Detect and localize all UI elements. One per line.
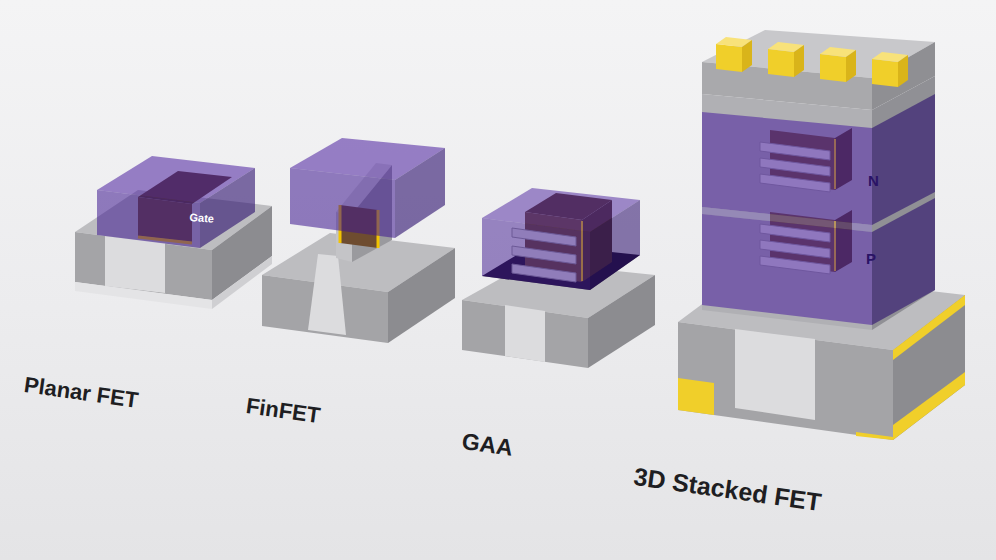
region-label: N — [868, 172, 879, 189]
figure-title: GAA — [460, 428, 514, 461]
planar-fet-figure — [75, 156, 272, 309]
figure-title: Planar FET — [22, 372, 139, 413]
figure-title: FinFET — [244, 393, 321, 428]
gaa-figure — [462, 188, 655, 368]
finfet-figure — [262, 138, 455, 343]
stacked-fet-figure — [678, 30, 965, 440]
gate-label: Gate — [189, 211, 214, 225]
region-label: P — [866, 250, 876, 267]
figure-title: 3D Stacked FET — [632, 462, 823, 517]
